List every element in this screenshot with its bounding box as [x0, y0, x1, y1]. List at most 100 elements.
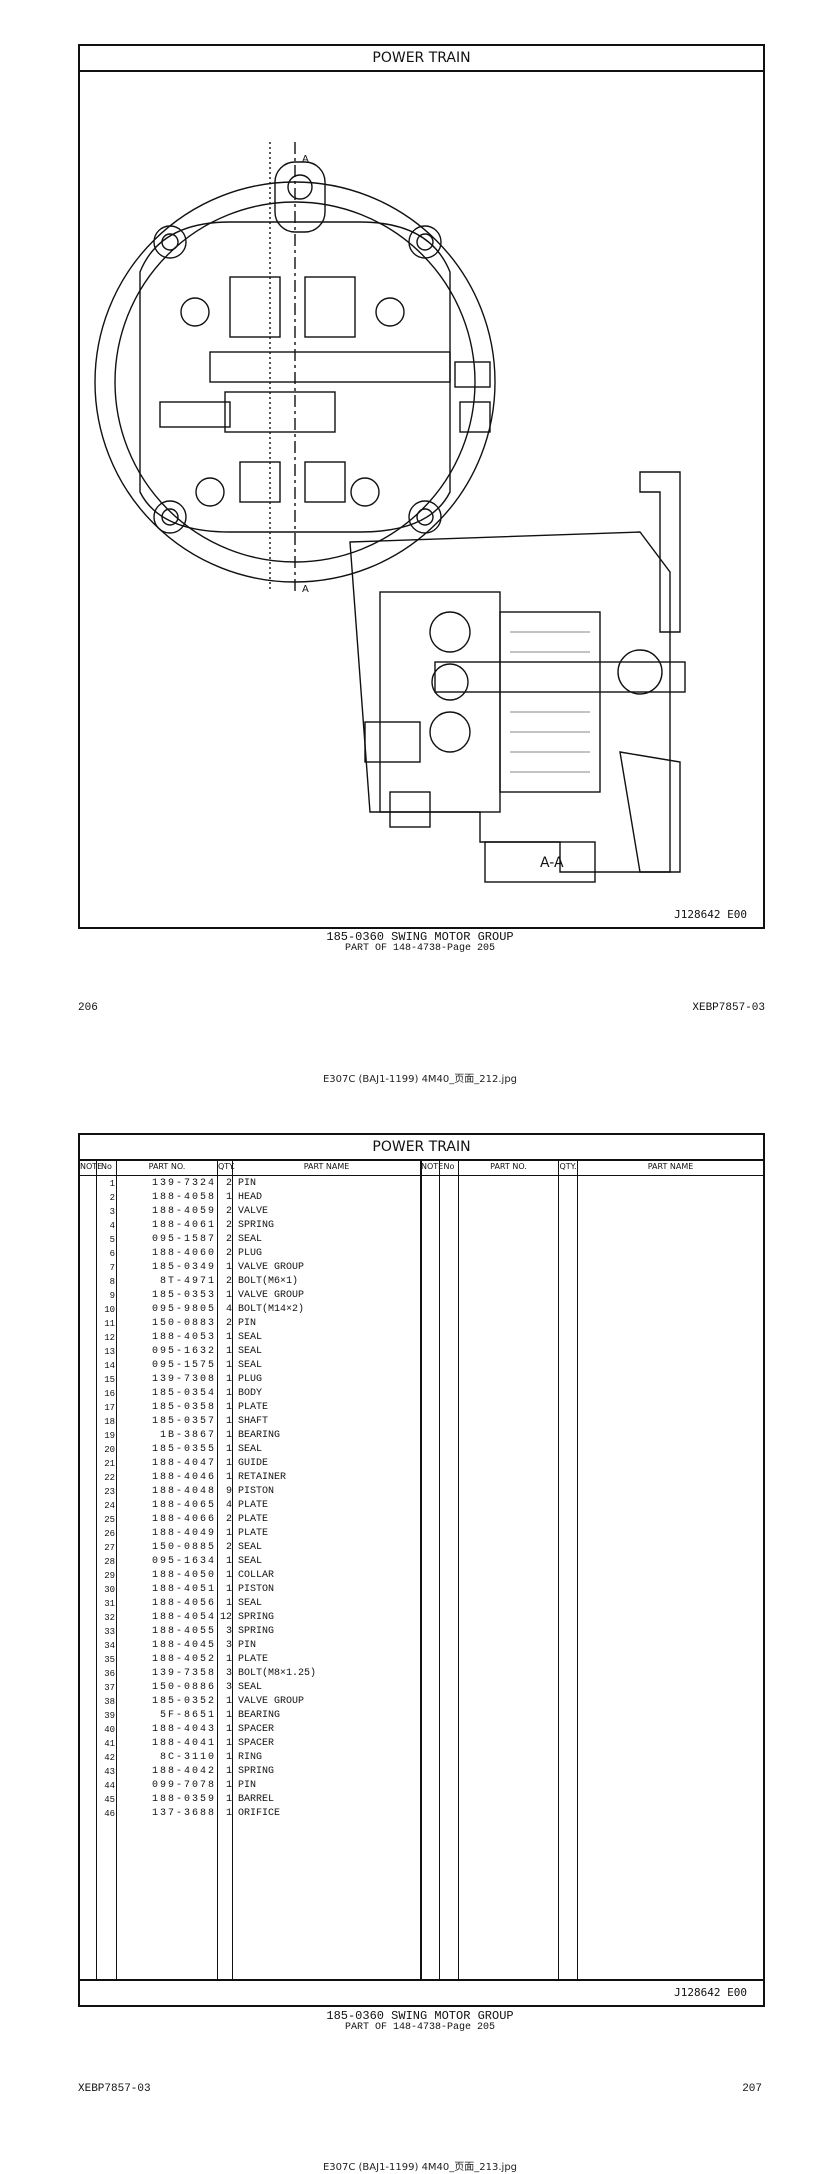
row-part-name: VALVE GROUP — [238, 1262, 305, 1273]
row-number: 4 — [109, 1221, 115, 1231]
row-number: 38 — [104, 1697, 115, 1707]
row-qty: 2 — [225, 1248, 232, 1259]
row-qty: 1 — [225, 1584, 232, 1595]
row-part-no: 185-0355 — [151, 1444, 216, 1455]
row-part-no: 188-4046 — [151, 1472, 216, 1483]
col-part-name: PART NAME — [233, 1159, 420, 1176]
col-no: No — [97, 1159, 116, 1176]
page-header-2: POWER TRAIN — [80, 1135, 763, 1161]
row-qty: 1 — [225, 1402, 232, 1413]
row-part-name: BOLT(M14×2) — [238, 1304, 305, 1315]
row-part-no: 8T-4971 — [159, 1276, 216, 1287]
col-part-name-right: PART NAME — [578, 1159, 763, 1176]
row-qty: 4 — [225, 1500, 232, 1511]
row-number: 3 — [109, 1207, 115, 1217]
row-number: 40 — [104, 1725, 115, 1735]
row-qty: 1 — [225, 1192, 232, 1203]
col-no-right: No — [440, 1159, 458, 1176]
row-part-name: PLATE — [238, 1654, 269, 1665]
row-number: 1 — [109, 1179, 115, 1189]
row-part-name: PIN — [238, 1640, 257, 1651]
row-qty: 1 — [225, 1710, 232, 1721]
row-part-no: 188-4051 — [151, 1584, 216, 1595]
drawing-frame: POWER TRAIN — [78, 44, 765, 929]
row-part-no: 188-4041 — [151, 1738, 216, 1749]
col-note: NOTE — [80, 1159, 102, 1176]
row-part-no: 150-0886 — [151, 1682, 216, 1693]
row-part-name: PLATE — [238, 1528, 269, 1539]
row-qty: 1 — [225, 1780, 232, 1791]
row-part-name: PIN — [238, 1318, 257, 1329]
row-number: 7 — [109, 1263, 115, 1273]
row-part-name: SEAL — [238, 1598, 263, 1609]
row-part-no: 1B-3867 — [159, 1430, 216, 1441]
row-qty: 2 — [225, 1220, 232, 1231]
row-part-name: PLATE — [238, 1500, 269, 1511]
row-part-no: 188-4065 — [151, 1500, 216, 1511]
row-number: 28 — [104, 1557, 115, 1567]
row-part-name: VALVE GROUP — [238, 1696, 305, 1707]
row-qty: 1 — [225, 1752, 232, 1763]
row-part-no: 188-4045 — [151, 1640, 216, 1651]
file-name-212: E307C (BAJ1-1199) 4M40_页面_212.jpg — [322, 1074, 518, 1085]
row-part-no: 185-0358 — [151, 1402, 216, 1413]
row-part-no: 188-4050 — [151, 1570, 216, 1581]
row-number: 34 — [104, 1641, 115, 1651]
doc-code-bottom: XEBP7857-03 — [78, 2083, 151, 2095]
row-part-name: PLATE — [238, 1402, 269, 1413]
row-part-no: 188-4052 — [151, 1654, 216, 1665]
row-number: 23 — [104, 1487, 115, 1497]
row-number: 30 — [104, 1585, 115, 1595]
row-qty: 2 — [225, 1234, 232, 1245]
row-part-name: BOLT(M8×1.25) — [238, 1668, 317, 1679]
row-number: 11 — [104, 1319, 115, 1329]
row-number: 45 — [104, 1795, 115, 1805]
row-part-no: 8C-3110 — [159, 1752, 216, 1763]
row-number: 33 — [104, 1627, 115, 1637]
row-part-name: SEAL — [238, 1346, 263, 1357]
col-part-no: PART NO. — [117, 1159, 217, 1176]
row-part-no: 188-4054 — [151, 1612, 216, 1623]
row-part-name: PIN — [238, 1780, 257, 1791]
row-number: 8 — [109, 1277, 115, 1287]
row-part-no: 139-7358 — [151, 1668, 216, 1679]
parts-caption-sub: PART OF 148-4738-Page 205 — [344, 2022, 496, 2033]
row-part-name: PLUG — [238, 1374, 263, 1385]
row-part-no: 188-4047 — [151, 1458, 216, 1469]
row-qty: 1 — [225, 1528, 232, 1539]
row-qty: 1 — [225, 1696, 232, 1707]
row-qty: 3 — [225, 1640, 232, 1651]
row-qty: 1 — [225, 1430, 232, 1441]
row-part-no: 188-0359 — [151, 1794, 216, 1805]
row-qty: 2 — [225, 1178, 232, 1189]
row-number: 12 — [104, 1333, 115, 1343]
row-part-name: SEAL — [238, 1444, 263, 1455]
row-part-no: 137-3688 — [151, 1808, 216, 1819]
row-part-name: PISTON — [238, 1486, 275, 1497]
row-number: 26 — [104, 1529, 115, 1539]
col-qty: QTY. — [218, 1159, 235, 1176]
row-part-no: 095-9805 — [151, 1304, 216, 1315]
parts-footer: J128642 E00 — [80, 1979, 763, 2005]
row-part-name: BODY — [238, 1388, 263, 1399]
row-qty: 2 — [225, 1206, 232, 1217]
row-number: 5 — [109, 1235, 115, 1245]
